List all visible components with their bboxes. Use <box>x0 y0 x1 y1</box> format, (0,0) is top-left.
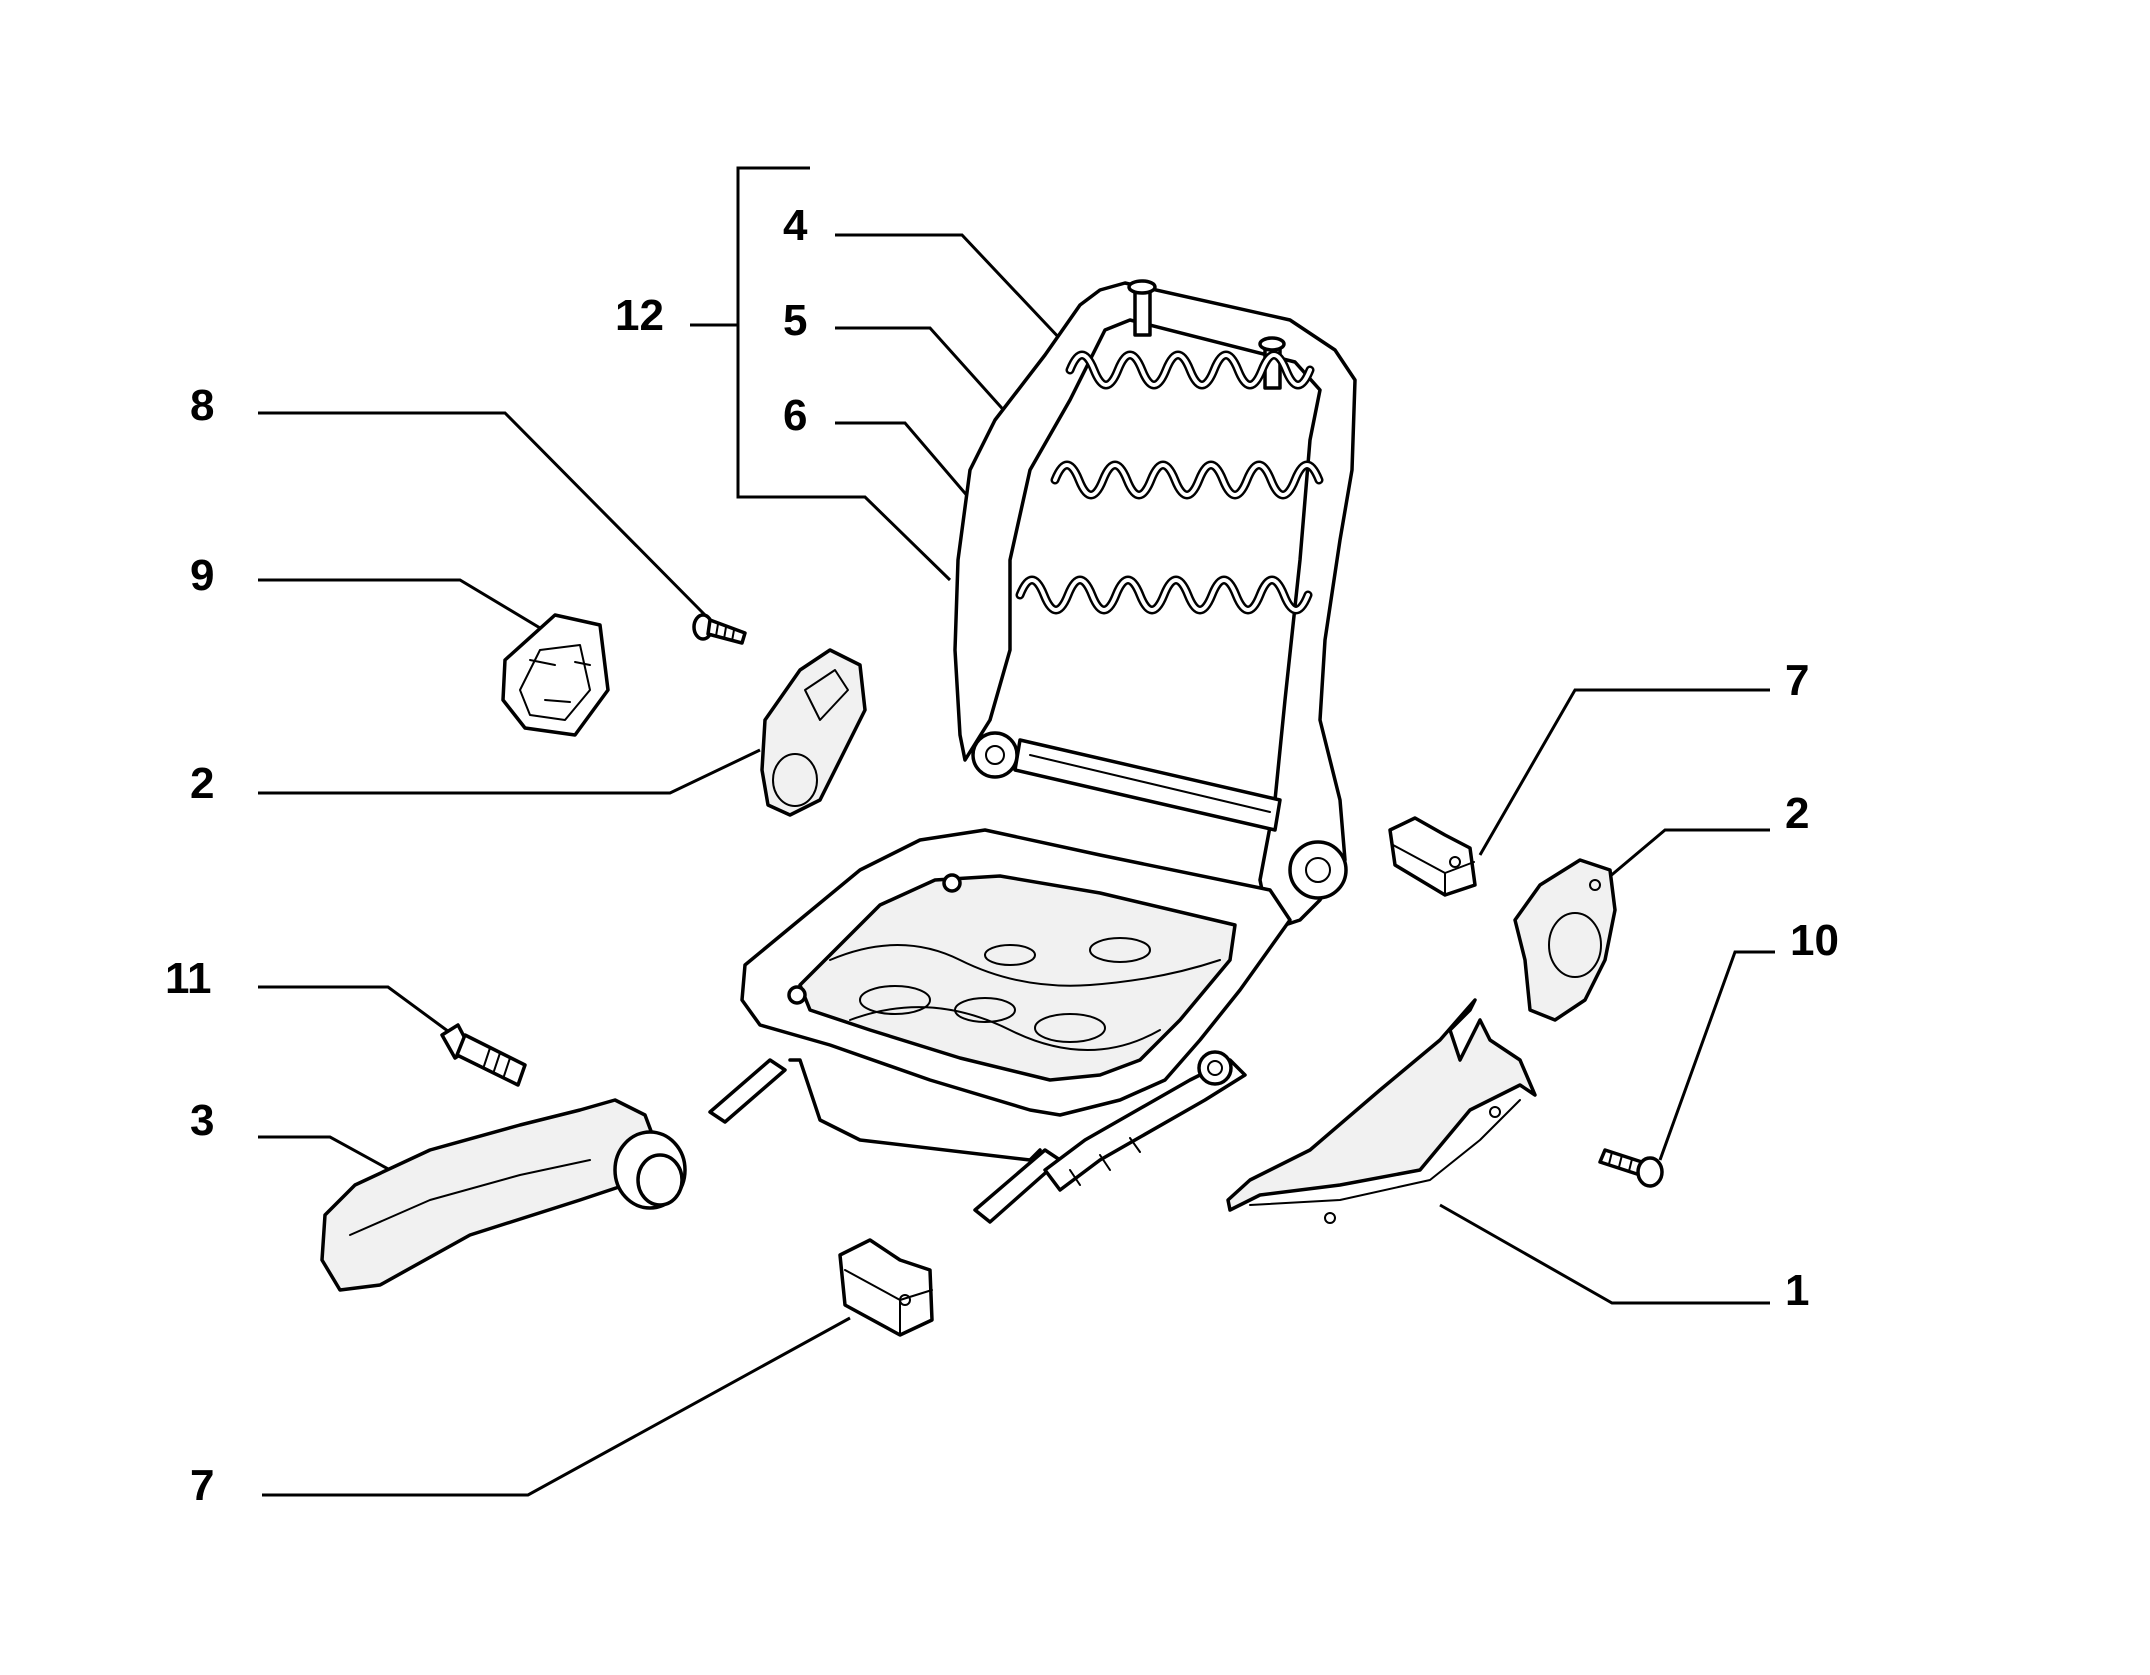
leader-1 <box>1439 1203 1770 1305</box>
pan-bolt-2 <box>787 985 807 1005</box>
knob-grips <box>529 659 591 703</box>
rail-left-front <box>708 1058 787 1124</box>
leader-2-right <box>1607 828 1770 880</box>
part-9-adjuster-knob <box>501 613 610 737</box>
spring-middle <box>1050 460 1324 500</box>
lever-grip-line <box>349 1159 591 1236</box>
callout-5: 5 <box>783 296 807 345</box>
lever-hub-inner <box>636 1153 684 1207</box>
callout-2-left: 2 <box>190 759 214 808</box>
part-1-side-trim <box>1226 998 1537 1224</box>
leader-3 <box>258 1135 391 1172</box>
part-11-bolt <box>440 1023 527 1087</box>
callout-4: 4 <box>783 201 808 250</box>
callout-10: 10 <box>1790 916 1839 965</box>
recliner-hinge-right <box>1288 840 1348 900</box>
recliner-hinge-right-pin <box>1305 857 1331 883</box>
leader-7-bottom <box>262 1316 851 1497</box>
leader-12-bracket <box>736 166 952 582</box>
part-7-right-clip <box>1388 816 1477 897</box>
rail-right-mechanism <box>1043 1058 1247 1192</box>
hinge-cover-left-opening <box>772 753 818 807</box>
callout-12: 12 <box>615 291 664 340</box>
leader-9 <box>258 578 561 642</box>
screw-8-thread <box>715 623 735 642</box>
hinge-cover-right-hole <box>1589 879 1601 891</box>
rail-teeth <box>1069 1137 1141 1186</box>
callout-1: 1 <box>1785 1266 1809 1315</box>
callout-2-right: 2 <box>1785 789 1809 838</box>
leader-4 <box>835 233 1082 362</box>
leader-5 <box>835 326 1037 447</box>
screw-8-shank <box>706 618 747 645</box>
cushion-contour-2 <box>849 1006 1161 1051</box>
leader-8 <box>258 411 707 617</box>
callout-6: 6 <box>783 391 807 440</box>
hinge-cover-left-slot <box>804 669 849 721</box>
callout-3: 3 <box>190 1096 214 1145</box>
clip-7-bottom-body <box>838 1238 934 1337</box>
cushion-dimple-1 <box>859 985 931 1015</box>
hinge-cover-right-body <box>1513 858 1617 1022</box>
callout-labels: 12 4 5 6 8 9 2 11 3 7 7 2 10 1 <box>165 201 1839 1510</box>
cushion-dimple-4 <box>1089 937 1151 963</box>
lever-body <box>320 1098 662 1292</box>
part-3-recline-lever <box>320 1098 687 1292</box>
screw-10-head <box>1636 1156 1664 1188</box>
seat-frame <box>708 279 1357 1224</box>
backrest-cross-member <box>1013 738 1282 832</box>
spring-lower-core <box>1018 578 1310 612</box>
callout-7-right: 7 <box>1785 656 1809 705</box>
leader-2-left <box>258 748 761 795</box>
hinge-cover-left-body <box>760 648 867 817</box>
callout-8: 8 <box>190 381 214 430</box>
pan-bolt-1 <box>942 873 962 893</box>
side-trim-hole-2 <box>1489 1106 1501 1118</box>
leader-11 <box>258 985 461 1042</box>
recliner-hinge-left <box>971 731 1019 779</box>
side-trim-crease <box>1249 1099 1521 1206</box>
leader-lines <box>258 166 1775 1497</box>
part-10-screw <box>1598 1148 1664 1188</box>
spring-middle-core <box>1053 463 1321 497</box>
bolt-11-shank <box>455 1033 527 1087</box>
spring-upper-core <box>1068 353 1312 387</box>
callout-7-bottom: 7 <box>190 1461 214 1510</box>
side-trim-hole-1 <box>1324 1212 1336 1224</box>
rail-left-arm <box>788 1058 1042 1162</box>
leader-7-right <box>1478 688 1770 856</box>
cushion-dimple-3 <box>1034 1013 1106 1043</box>
part-7-bottom-clip <box>838 1238 934 1337</box>
clip-7-right-hole <box>1449 856 1461 868</box>
headrest-post-left-cap <box>1127 279 1157 295</box>
recliner-hinge-left-pin <box>985 745 1005 765</box>
part-2-right-hinge-cover <box>1513 858 1617 1022</box>
callout-11: 11 <box>165 954 212 1003</box>
hinge-cover-right-opening <box>1548 912 1602 978</box>
headrest-post-right-cap <box>1258 336 1286 352</box>
clip-7-right-fold <box>1392 844 1475 896</box>
cross-member-detail <box>1029 754 1271 813</box>
screw-10-thread <box>1608 1151 1633 1172</box>
knob-body <box>501 613 610 737</box>
rail-right-front <box>973 1148 1062 1224</box>
knob-face <box>519 644 591 721</box>
callout-9: 9 <box>190 551 214 600</box>
bolt-11-thread <box>483 1047 511 1077</box>
clip-7-right-body <box>1388 816 1477 897</box>
cushion-contour-1 <box>829 944 1221 987</box>
part-2-left-hinge-cover <box>760 648 867 817</box>
leader-10 <box>1658 950 1775 1161</box>
clip-7-bottom-hole <box>899 1294 911 1306</box>
height-adjust-gear <box>1197 1050 1233 1086</box>
backrest-springs <box>1015 350 1324 615</box>
height-adjust-gear-hub <box>1207 1060 1223 1076</box>
side-trim-body <box>1226 998 1537 1212</box>
cushion-dimple-5 <box>984 944 1036 966</box>
headrest-post-left <box>1133 286 1152 337</box>
part-8-screw <box>692 613 747 645</box>
